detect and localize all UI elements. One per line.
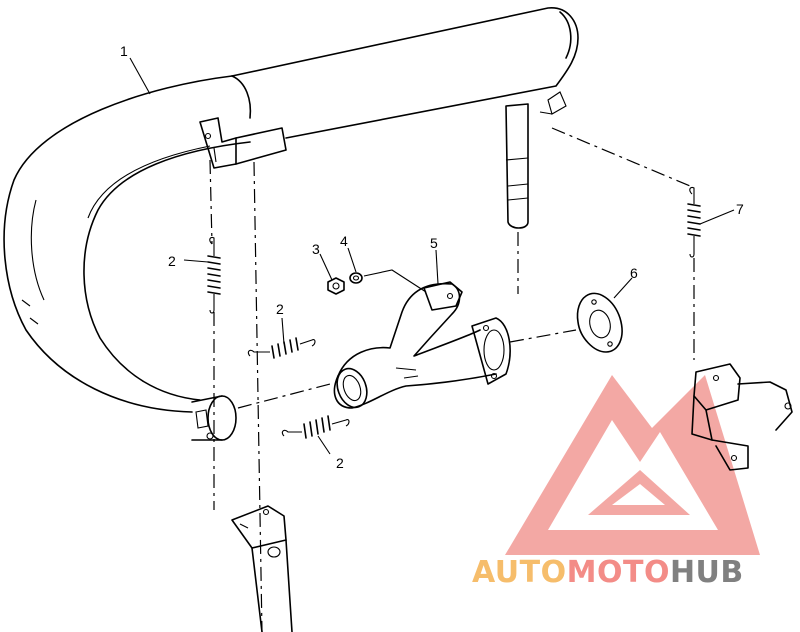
callout-7: 7 xyxy=(736,201,744,217)
spring-horizontal-lower xyxy=(281,415,350,439)
assembly-center-lines xyxy=(209,127,695,632)
callout-6: 6 xyxy=(630,265,638,281)
watermark-text: AUTOMOTOHUB xyxy=(472,555,744,590)
watermark-part-auto: AUTO xyxy=(472,555,567,590)
watermark-part-moto: MOTO xyxy=(567,555,670,590)
washer xyxy=(349,272,363,284)
y-pipe xyxy=(333,281,511,409)
gasket xyxy=(576,292,623,353)
head-pipe xyxy=(3,75,251,441)
muffler-bracket xyxy=(199,117,287,169)
leader-lines xyxy=(129,57,735,455)
callout-2-lower: 2 xyxy=(336,455,344,471)
callout-4: 4 xyxy=(340,233,348,249)
hanger-rod xyxy=(505,103,529,229)
callout-1: 1 xyxy=(120,43,128,59)
spring-vertical-right xyxy=(687,186,701,258)
frame-bracket-left xyxy=(231,505,293,632)
watermark-logo xyxy=(505,375,760,555)
watermark-part-hub: HUB xyxy=(670,555,744,590)
callout-2-middle: 2 xyxy=(276,301,284,317)
svg-text:AUTOMOTOHUB: AUTOMOTOHUB xyxy=(472,555,744,590)
frame-bracket-right xyxy=(691,363,793,471)
callout-5: 5 xyxy=(430,235,438,251)
spring-vertical-left xyxy=(207,236,221,314)
callout-3: 3 xyxy=(312,241,320,257)
callout-2-left: 2 xyxy=(168,253,176,269)
muffler xyxy=(231,7,579,139)
spring-horizontal-mid xyxy=(247,337,316,359)
nut xyxy=(327,277,345,295)
callout-labels: 1 2 2 2 3 4 5 6 7 xyxy=(120,43,744,471)
